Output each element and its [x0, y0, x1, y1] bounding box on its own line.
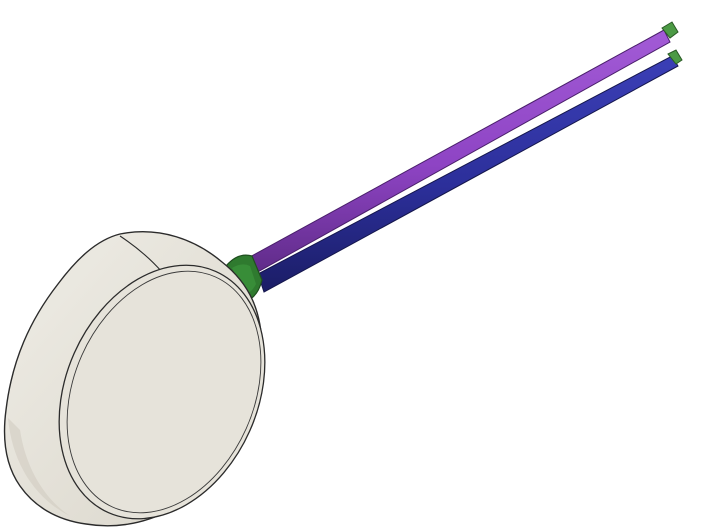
housing-seam — [119, 235, 163, 273]
housing-face-rim — [66, 270, 262, 514]
housing-shadow — [8, 418, 70, 516]
wire-blue-tip — [667, 49, 683, 65]
housing-face — [58, 264, 266, 520]
wire-purple — [247, 21, 679, 275]
grommet — [225, 254, 263, 301]
wire-purple-tip — [661, 21, 679, 39]
housing — [3, 231, 266, 527]
wire-blue — [257, 49, 683, 293]
